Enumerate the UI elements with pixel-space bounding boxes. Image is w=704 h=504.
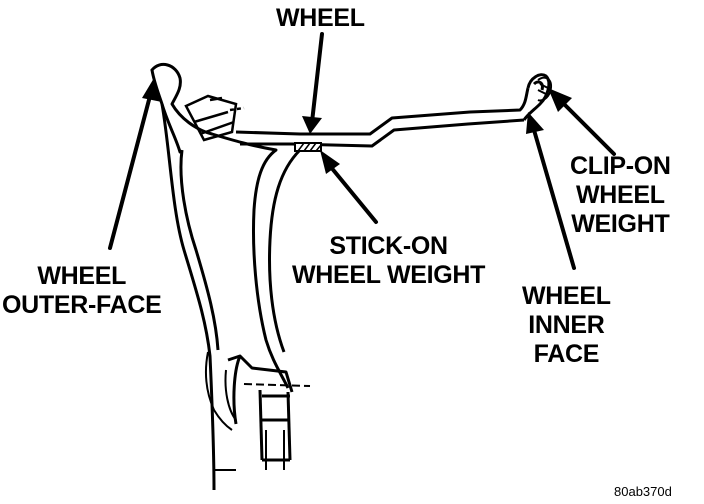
label-stick-on-line-2: WHEEL WEIGHT <box>292 261 486 289</box>
hub-centerline <box>243 383 311 387</box>
rim-barrel <box>235 73 551 148</box>
label-inner-face-line-3: FACE <box>533 340 600 368</box>
label-clip-on-line-1: CLIP-ON <box>570 152 671 180</box>
label-inner-face-line-2: INNER <box>528 311 605 339</box>
label-outer-face-line-1: WHEEL <box>37 262 127 290</box>
figure-reference: 80ab370d <box>614 484 672 499</box>
label-clip-on-line-2: WHEEL <box>575 181 665 209</box>
label-outer-face-line-2: OUTER-FACE <box>2 291 162 319</box>
leader-arrows <box>108 32 616 270</box>
label-stick-on-line-1: STICK-ON <box>329 232 448 260</box>
label-inner-face-line-1: WHEEL <box>522 282 611 310</box>
wheel-arrowhead <box>302 116 322 134</box>
clip-on-arrowhead <box>548 88 572 112</box>
outer-face-arrowhead <box>142 78 162 102</box>
label-wheel-inner-face: WHEEL INNER FACE <box>522 282 611 369</box>
label-clip-on-line-3: WEIGHT <box>571 210 670 238</box>
label-wheel-outer-face: WHEEL OUTER-FACE <box>2 262 162 320</box>
stick-on-arrowhead <box>320 150 340 174</box>
wheel-disc <box>160 103 302 491</box>
label-clip-on-wheel-weight: CLIP-ON WHEEL WEIGHT <box>570 152 671 239</box>
label-stick-on-wheel-weight: STICK-ON WHEEL WEIGHT <box>292 232 485 290</box>
inner-face-arrowhead <box>526 112 544 134</box>
stick-on-weight <box>294 142 322 152</box>
label-wheel: WHEEL <box>276 4 365 33</box>
label-wheel-line-1: WHEEL <box>276 4 365 32</box>
hub-bore <box>205 351 285 471</box>
outer-flange <box>150 62 278 154</box>
valve-stem-area <box>184 94 245 142</box>
